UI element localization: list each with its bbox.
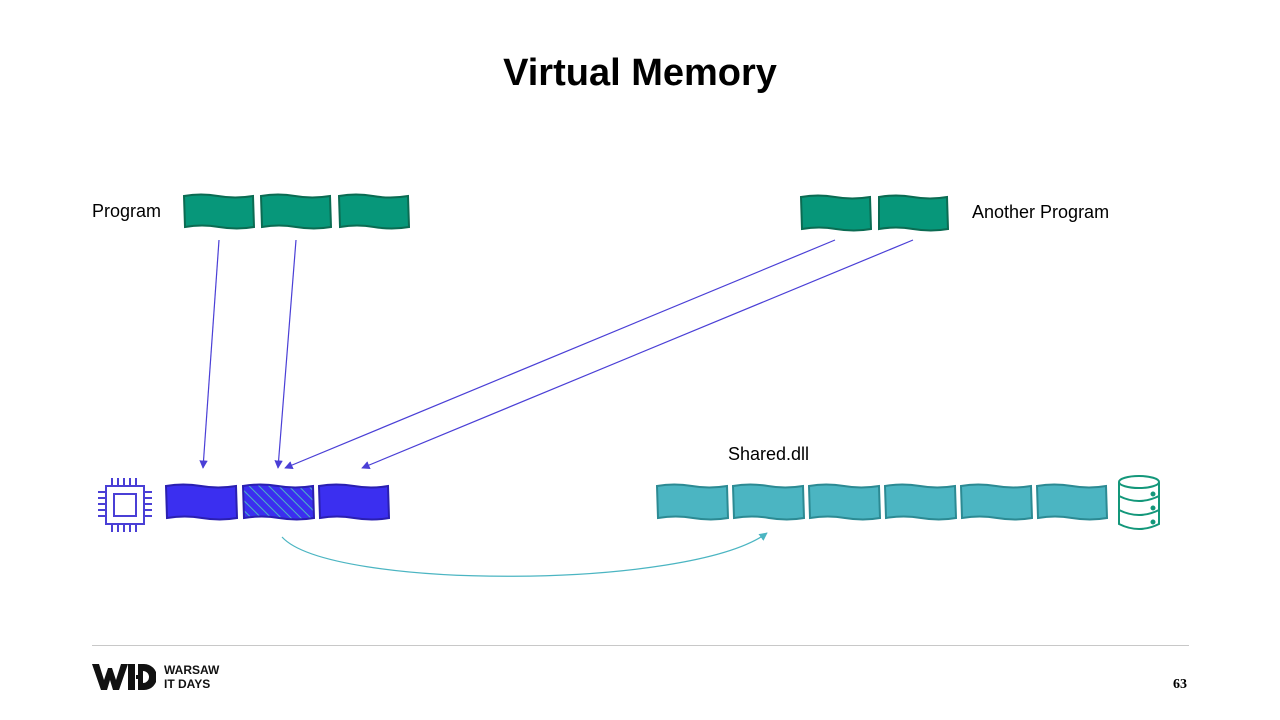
mapping-arrow (274, 239, 297, 469)
dll-page (807, 483, 882, 521)
brand-name: WARSAW IT DAYS (164, 663, 219, 691)
database-icon (1118, 475, 1160, 530)
physical-page (164, 483, 239, 521)
slide-title: Virtual Memory (503, 52, 777, 94)
dll-page (731, 483, 806, 521)
page-number: 63 (1173, 677, 1187, 692)
dll-page (1035, 483, 1109, 521)
shared-dll-label: Shared.dll (728, 444, 810, 464)
program-page (337, 193, 411, 230)
mapping-arrow (284, 239, 836, 469)
file-backed-arrow (281, 532, 768, 577)
mapping-arrows (199, 239, 914, 469)
brand-line-1: WARSAW (164, 663, 220, 677)
footer-divider (92, 645, 1189, 646)
program-page (182, 193, 256, 230)
dll-page (883, 483, 958, 521)
physical-memory-pages (164, 483, 391, 521)
program-page (259, 193, 333, 230)
mapping-arrow (199, 239, 220, 469)
cpu-icon (98, 478, 152, 532)
dll-page (959, 483, 1034, 521)
program-label: Program (92, 201, 162, 221)
another-program-label: Another Program (972, 202, 1110, 222)
physical-page-shared (241, 483, 316, 521)
another-program-page (878, 194, 950, 232)
program-pages (182, 193, 411, 230)
witd-logo (92, 664, 156, 690)
physical-page (317, 483, 391, 521)
shared-dll-pages (655, 483, 1109, 521)
brand-line-2: IT DAYS (164, 677, 211, 691)
dll-page (655, 483, 730, 521)
mapping-arrow (361, 239, 914, 469)
another-program-page (799, 194, 873, 232)
another-program-pages (799, 194, 950, 232)
